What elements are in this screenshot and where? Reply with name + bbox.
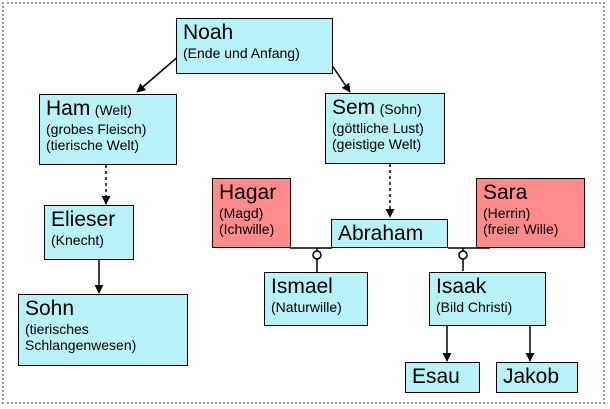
elieser-sub: (Knecht) (51, 232, 104, 249)
node-sohn: Sohn (tierisches Schlangenwesen) (18, 294, 188, 366)
node-sara: Sara (Herrin) (freier Wille) (476, 178, 585, 248)
noah-sub: (Ende und Anfang) (183, 45, 300, 62)
sara-name: Sara (483, 181, 528, 204)
hagar-line-1: (Magd) (219, 205, 264, 222)
node-abraham: Abraham (331, 219, 448, 248)
isaak-name: Isaak (436, 275, 487, 298)
sem-qualifier: (Sohn) (379, 101, 422, 117)
ismael-sub: (Naturwille) (271, 299, 342, 316)
sara-line-2: (freier Wille) (483, 221, 559, 238)
node-ham: Ham (Welt) (grobes Fleisch) (tierische W… (39, 94, 177, 165)
union-symbol-ismael (312, 248, 322, 272)
arrow-noah-ham (136, 54, 181, 93)
noah-name: Noah (183, 21, 234, 44)
node-hagar: Hagar (Magd) (Ichwille) (212, 178, 291, 248)
hagar-line-2: (Ichwille) (219, 221, 275, 238)
dotted-frame (2, 2, 605, 404)
ham-qualifier: (Welt) (94, 102, 132, 118)
sohn-line-1: (tierisches (25, 321, 89, 338)
elieser-name: Elieser (51, 208, 116, 231)
esau-name: Esau (412, 365, 460, 388)
ismael-name: Ismael (271, 275, 333, 298)
abraham-name: Abraham (338, 222, 424, 245)
node-elieser: Elieser (Knecht) (44, 205, 134, 260)
sohn-name: Sohn (25, 297, 75, 320)
node-esau: Esau (405, 362, 480, 393)
ham-line-2: (tierische Welt) (46, 137, 140, 154)
jakob-name: Jakob (503, 365, 560, 388)
sem-name: Sem (332, 96, 376, 119)
union-symbol-isaak (458, 248, 468, 271)
node-isaak: Isaak (Bild Christi) (429, 272, 546, 326)
sem-line-2: (geistige Welt) (332, 136, 422, 153)
hagar-name: Hagar (219, 181, 277, 204)
sem-line-1: (göttliche Lust) (332, 120, 424, 137)
node-sem: Sem (Sohn) (göttliche Lust) (geistige We… (325, 93, 445, 164)
node-noah: Noah (Ende und Anfang) (176, 18, 333, 74)
sara-line-1: (Herrin) (483, 205, 531, 222)
isaak-sub: (Bild Christi) (436, 299, 513, 316)
ham-name: Ham (46, 97, 91, 120)
node-ismael: Ismael (Naturwille) (264, 272, 368, 326)
sohn-line-2: Schlangenwesen) (25, 337, 137, 354)
node-jakob: Jakob (496, 362, 578, 393)
ham-line-1: (grobes Fleisch) (46, 121, 147, 138)
